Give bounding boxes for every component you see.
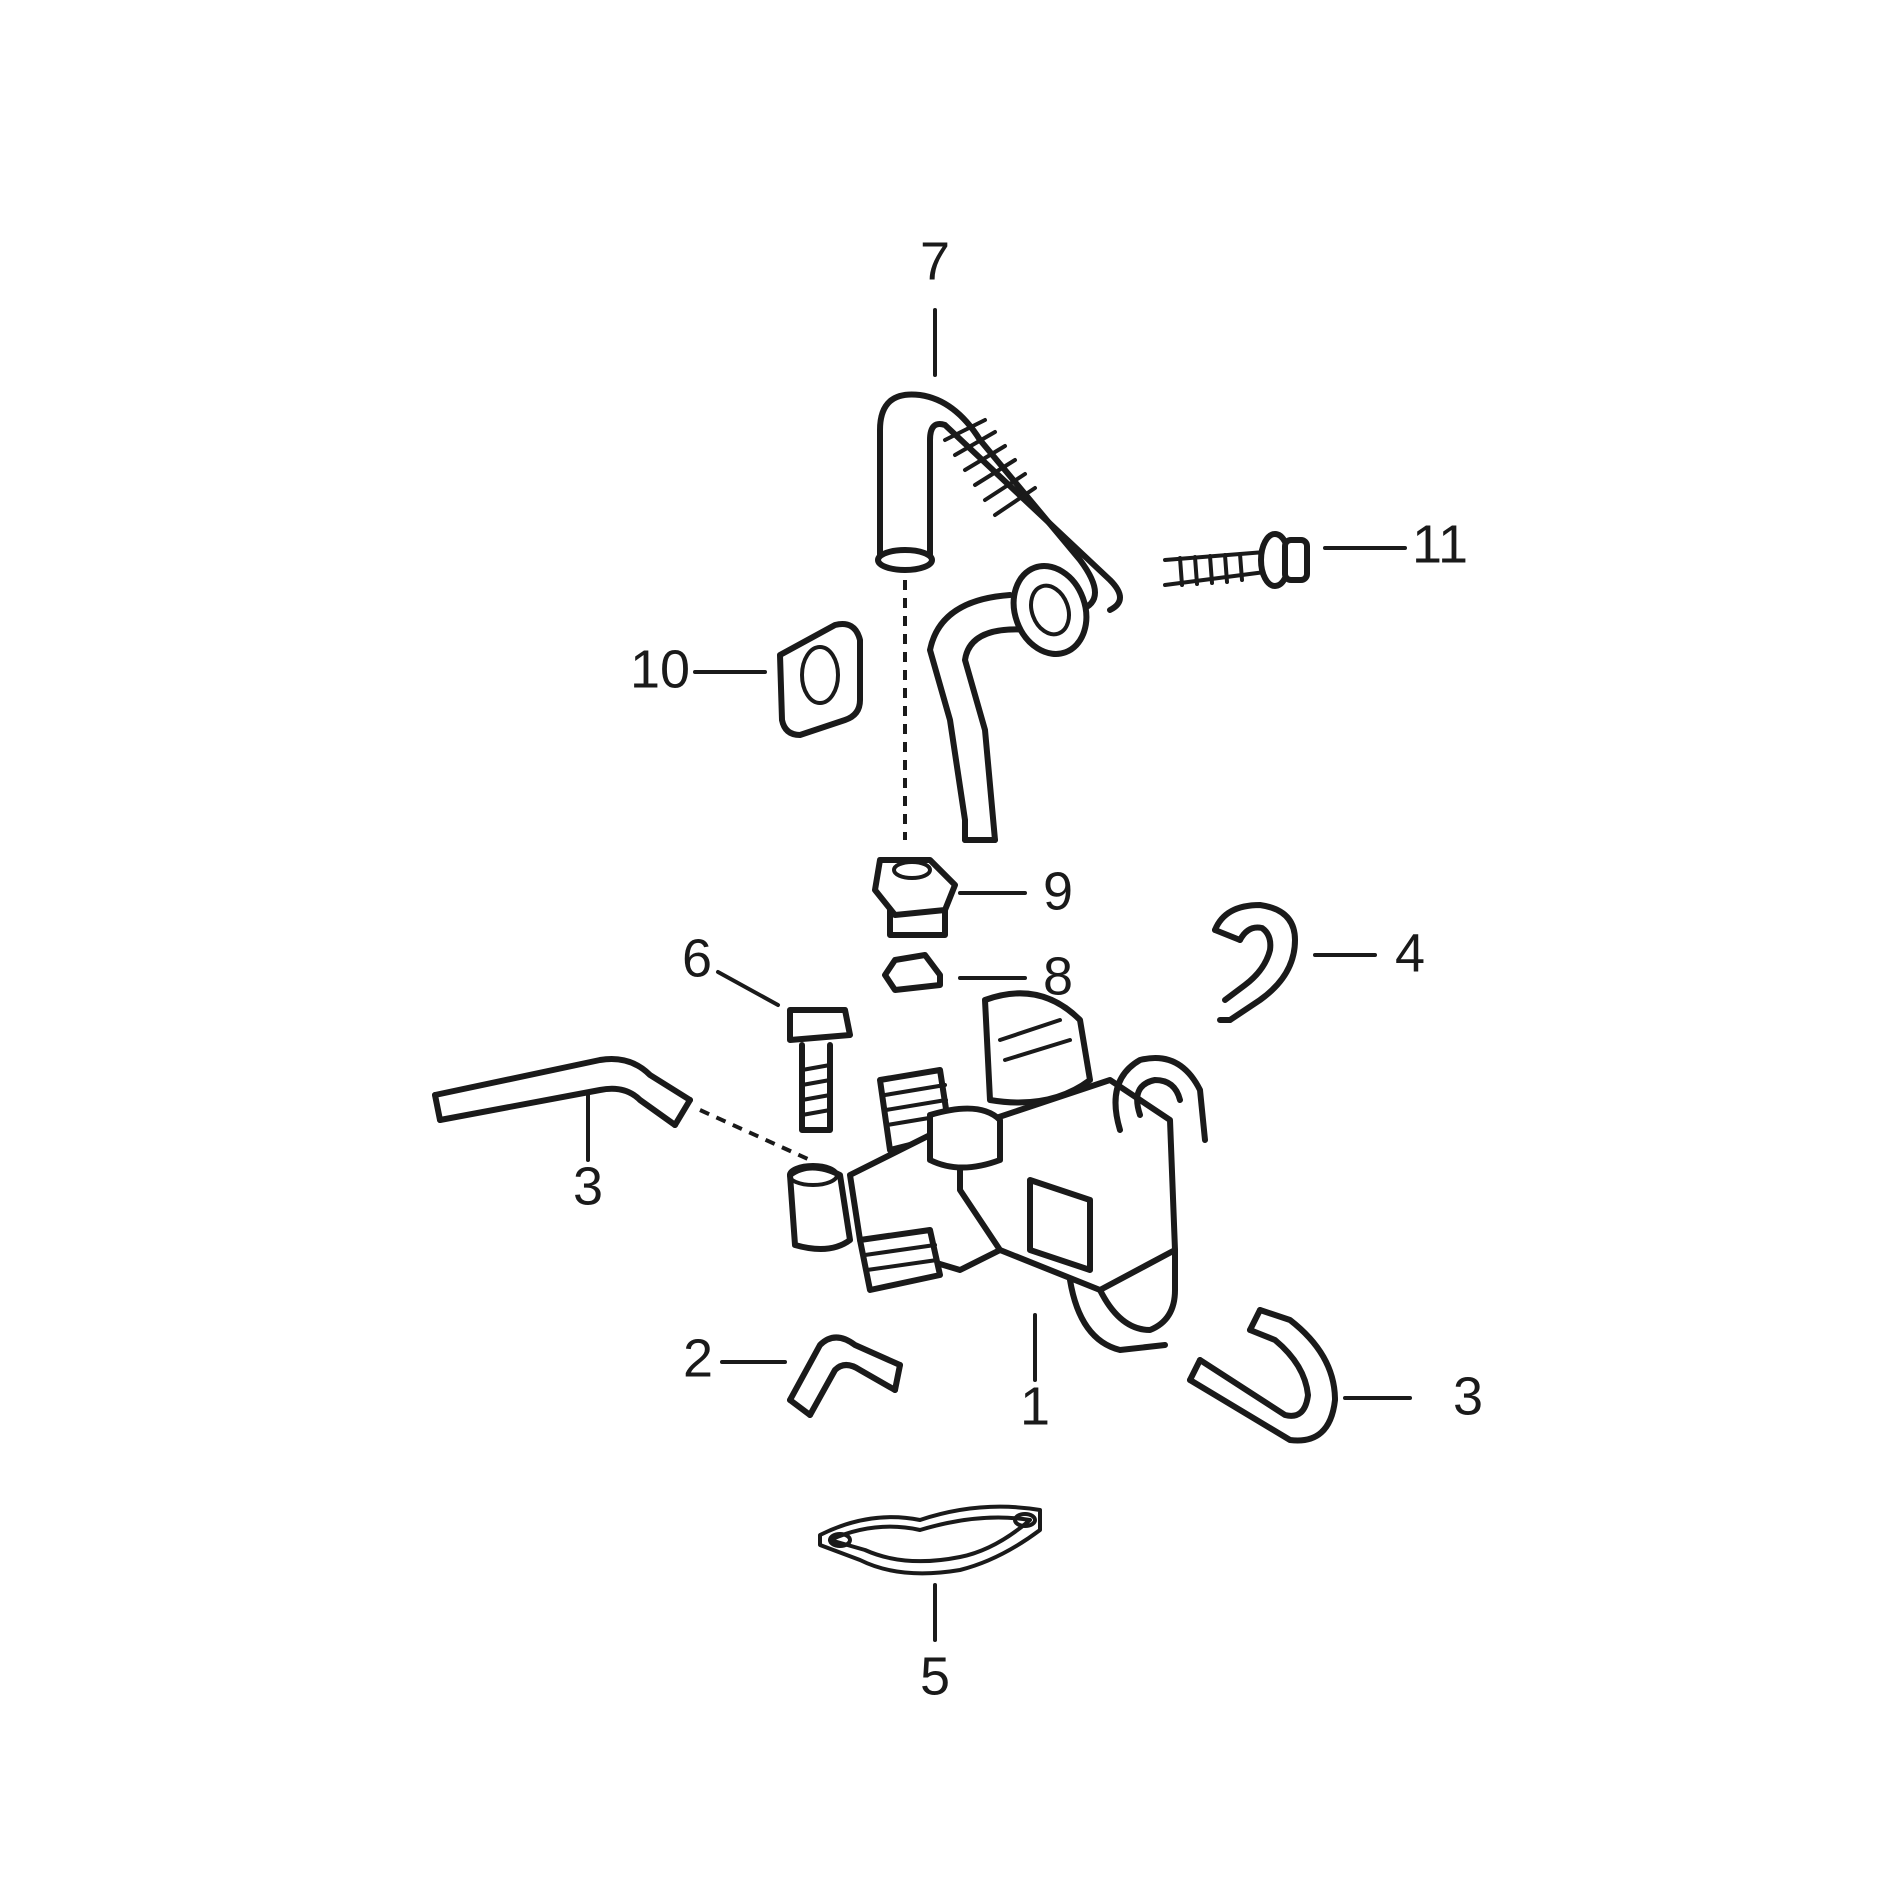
part-1-valve-body <box>787 990 1208 1353</box>
part-7-thread <box>943 418 1037 517</box>
callout-6: 6 <box>682 928 712 988</box>
callout-11: 11 <box>1412 514 1468 574</box>
part-6-bolt <box>787 1007 853 1133</box>
part-4-hose <box>1212 902 1298 1023</box>
callout-10: 10 <box>630 639 690 699</box>
leader-6 <box>716 970 780 1007</box>
callout-3-right: 3 <box>1453 1366 1483 1426</box>
part-2-hose <box>787 1334 903 1418</box>
bolt-axis-line <box>699 1108 811 1162</box>
callout-7: 7 <box>920 231 950 291</box>
part-9-nut <box>872 857 958 938</box>
callout-4: 4 <box>1395 923 1425 983</box>
callout-2: 2 <box>683 1328 713 1388</box>
part-3-hose-left <box>432 1056 693 1128</box>
part-8-seal <box>882 952 943 993</box>
part-3-hose-right <box>1187 1307 1338 1444</box>
callout-9: 9 <box>1043 861 1073 921</box>
callout-3-left: 3 <box>573 1156 603 1216</box>
part-11-screw <box>1163 531 1310 589</box>
callout-1: 1 <box>1020 1376 1050 1436</box>
part-5-gasket <box>818 1504 1042 1576</box>
part-10-gasket <box>777 621 863 738</box>
part-7-pipe <box>875 391 1123 843</box>
callout-labels: 7 11 10 9 8 4 6 3 1 2 3 5 <box>573 231 1483 1706</box>
leader-lines <box>586 308 1412 1642</box>
callout-8: 8 <box>1043 946 1073 1006</box>
callout-5: 5 <box>920 1646 950 1706</box>
